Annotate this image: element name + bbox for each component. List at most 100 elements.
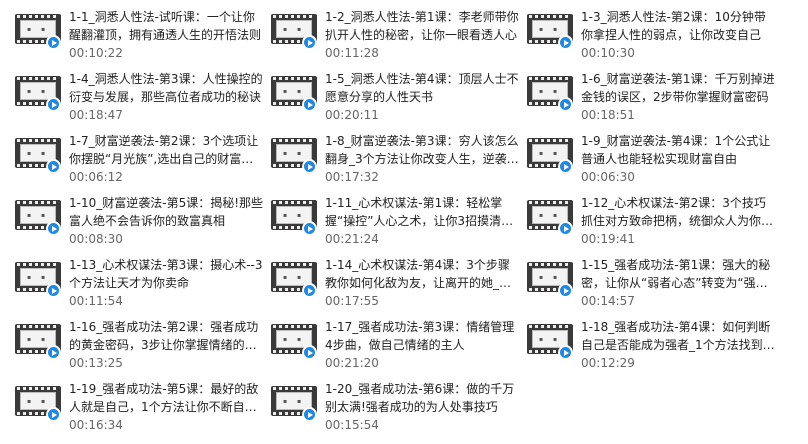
- video-thumbnail: ▪ ▪: [15, 76, 61, 112]
- video-file-info: 1-17_强者成功法-第3课：情绪管理4步曲，做自己情绪的主人 00:21:20: [325, 318, 521, 371]
- video-file-item[interactable]: ▪ ▪ 1-14_心术权谋法-第4课：3个步骤教你如何化敌为友，让离开的她_他回…: [271, 256, 527, 318]
- video-file-info: 1-15_强者成功法-第1课：强大的秘密，让你从“弱者心态”转变为“强者思维” …: [581, 256, 777, 309]
- video-file-item[interactable]: ▪ ▪ 1-18_强者成功法-第4课：如何判断自己是否能成为强者_1个方法找到答…: [527, 318, 783, 380]
- video-thumbnail: ▪ ▪: [15, 386, 61, 422]
- video-file-item[interactable]: ▪ ▪ 1-4_洞悉人性法-第3课：人性操控的衍变与发展，那些高位者成功的秘诀 …: [15, 70, 271, 132]
- video-thumbnail: ▪ ▪: [527, 262, 573, 298]
- video-file-duration: 00:10:30: [581, 46, 635, 60]
- play-badge-icon: [558, 221, 573, 236]
- play-badge-icon: [558, 345, 573, 360]
- video-thumbnail: ▪ ▪: [15, 262, 61, 298]
- film-frame-icon: ▪ ▪: [532, 144, 568, 162]
- film-frame-icon: ▪ ▪: [20, 392, 56, 410]
- video-thumbnail: ▪ ▪: [271, 14, 317, 50]
- video-file-item[interactable]: ▪ ▪ 1-7_财富逆袭法-第2课：3个选项让你摆脱“月光族”,选出自己的财富道…: [15, 132, 271, 194]
- video-file-duration: 00:14:57: [581, 294, 635, 308]
- video-file-item[interactable]: ▪ ▪ 1-8_财富逆袭法-第3课：穷人该怎么翻身_3个方法让你改变人生，逆袭成…: [271, 132, 527, 194]
- video-file-info: 1-13_心术权谋法-第3课：摄心术--3个方法让天才为你卖命 00:11:54: [69, 256, 265, 309]
- video-thumbnail: ▪ ▪: [15, 200, 61, 236]
- play-badge-icon: [302, 221, 317, 236]
- video-file-duration: 00:21:20: [325, 356, 379, 370]
- video-file-item[interactable]: ▪ ▪ 1-6_财富逆袭法-第1课：千万别掉进金钱的误区，2步带你掌握财富密码 …: [527, 70, 783, 132]
- video-file-info: 1-10_财富逆袭法-第5课：揭秘!那些富人绝不会告诉你的致富真相 00:08:…: [69, 194, 265, 247]
- video-file-item[interactable]: ▪ ▪ 1-10_财富逆袭法-第5课：揭秘!那些富人绝不会告诉你的致富真相 00…: [15, 194, 271, 256]
- video-file-info: 1-16_强者成功法-第2课：强者成功的黄金密码，3步让你掌握情绪的主动权 00…: [69, 318, 265, 371]
- film-frame-icon: ▪ ▪: [20, 82, 56, 100]
- film-frame-icon: ▪ ▪: [532, 82, 568, 100]
- video-file-item[interactable]: ▪ ▪ 1-5_洞悉人性法-第4课：顶层人士不愿意分享的人性天书 00:20:1…: [271, 70, 527, 132]
- video-file-title: 1-9_财富逆袭法-第4课：1个公式让普通人也能轻松实现财富自由: [581, 134, 771, 166]
- video-file-duration: 00:12:29: [581, 356, 635, 370]
- video-file-title: 1-8_财富逆袭法-第3课：穷人该怎么翻身_3个方法让你改变人生，逆袭成功: [325, 134, 519, 166]
- video-thumbnail: ▪ ▪: [271, 324, 317, 360]
- video-file-info: 1-18_强者成功法-第4课：如何判断自己是否能成为强者_1个方法找到答案 00…: [581, 318, 777, 371]
- video-file-item[interactable]: ▪ ▪ 1-15_强者成功法-第1课：强大的秘密，让你从“弱者心态”转变为“强者…: [527, 256, 783, 318]
- video-file-item[interactable]: ▪ ▪ 1-13_心术权谋法-第3课：摄心术--3个方法让天才为你卖命 00:1…: [15, 256, 271, 318]
- video-file-item[interactable]: ▪ ▪ 1-9_财富逆袭法-第4课：1个公式让普通人也能轻松实现财富自由 00:…: [527, 132, 783, 194]
- play-badge-icon: [302, 97, 317, 112]
- film-frame-icon: ▪ ▪: [20, 330, 56, 348]
- video-thumbnail: ▪ ▪: [271, 76, 317, 112]
- film-frame-icon: ▪ ▪: [532, 268, 568, 286]
- video-file-title: 1-4_洞悉人性法-第3课：人性操控的衍变与发展，那些高位者成功的秘诀: [69, 72, 263, 104]
- play-badge-icon: [558, 283, 573, 298]
- video-file-title: 1-16_强者成功法-第2课：强者成功的黄金密码，3步让你掌握情绪的主动权: [69, 320, 259, 352]
- film-frame-icon: ▪ ▪: [276, 82, 312, 100]
- video-file-item[interactable]: ▪ ▪ 1-2_洞悉人性法-第1课：李老师带你扒开人性的秘密，让你一眼看透人心 …: [271, 8, 527, 70]
- video-file-item[interactable]: ▪ ▪ 1-12_心术权谋法-第2课：3个技巧抓住对方致命把柄，统御众人为你所用…: [527, 194, 783, 256]
- video-file-duration: 00:11:28: [325, 46, 379, 60]
- video-file-duration: 00:11:54: [69, 294, 123, 308]
- film-frame-icon: ▪ ▪: [20, 20, 56, 38]
- video-file-duration: 00:17:55: [325, 294, 379, 308]
- video-file-item[interactable]: ▪ ▪ 1-19_强者成功法-第5课：最好的敌人就是自己，1个方法让你不断自我超…: [15, 380, 271, 442]
- film-frame-icon: ▪ ▪: [276, 206, 312, 224]
- video-file-info: 1-5_洞悉人性法-第4课：顶层人士不愿意分享的人性天书 00:20:11: [325, 70, 521, 123]
- play-badge-icon: [302, 159, 317, 174]
- video-file-title: 1-15_强者成功法-第1课：强大的秘密，让你从“弱者心态”转变为“强者思维”: [581, 258, 771, 290]
- video-file-duration: 00:20:11: [325, 108, 379, 122]
- video-thumbnail: ▪ ▪: [271, 138, 317, 174]
- film-frame-icon: ▪ ▪: [276, 330, 312, 348]
- video-file-duration: 00:10:22: [69, 46, 123, 60]
- play-badge-icon: [302, 407, 317, 422]
- video-file-title: 1-6_财富逆袭法-第1课：千万别掉进金钱的误区，2步带你掌握财富密码: [581, 72, 775, 104]
- film-frame-icon: ▪ ▪: [532, 330, 568, 348]
- video-file-duration: 00:06:12: [69, 170, 123, 184]
- play-badge-icon: [46, 35, 61, 50]
- film-frame-icon: ▪ ▪: [276, 144, 312, 162]
- video-file-info: 1-8_财富逆袭法-第3课：穷人该怎么翻身_3个方法让你改变人生，逆袭成功 00…: [325, 132, 521, 185]
- video-file-info: 1-3_洞悉人性法-第2课：10分钟带你拿捏人性的弱点，让你改变自己 00:10…: [581, 8, 777, 61]
- video-file-item[interactable]: ▪ ▪ 1-17_强者成功法-第3课：情绪管理4步曲，做自己情绪的主人 00:2…: [271, 318, 527, 380]
- play-badge-icon: [302, 35, 317, 50]
- video-file-title: 1-17_强者成功法-第3课：情绪管理4步曲，做自己情绪的主人: [325, 320, 515, 352]
- video-thumbnail: ▪ ▪: [271, 262, 317, 298]
- video-thumbnail: ▪ ▪: [15, 14, 61, 50]
- video-thumbnail: ▪ ▪: [271, 386, 317, 422]
- video-thumbnail: ▪ ▪: [527, 76, 573, 112]
- video-file-item[interactable]: ▪ ▪ 1-16_强者成功法-第2课：强者成功的黄金密码，3步让你掌握情绪的主动…: [15, 318, 271, 380]
- play-badge-icon: [558, 35, 573, 50]
- video-file-item[interactable]: ▪ ▪ 1-11_心术权谋法-第1课：轻松掌握“操控”人心之术，让你3招摸清对方…: [271, 194, 527, 256]
- video-file-title: 1-1_洞悉人性法-试听课：一个让你醒翻灌顶，拥有通透人生的开悟法则: [69, 10, 262, 42]
- video-file-title: 1-13_心术权谋法-第3课：摄心术--3个方法让天才为你卖命: [69, 258, 263, 290]
- play-badge-icon: [558, 97, 573, 112]
- video-file-item[interactable]: ▪ ▪ 1-3_洞悉人性法-第2课：10分钟带你拿捏人性的弱点，让你改变自己 0…: [527, 8, 783, 70]
- video-file-title: 1-5_洞悉人性法-第4课：顶层人士不愿意分享的人性天书: [325, 72, 519, 104]
- play-badge-icon: [46, 407, 61, 422]
- video-file-info: 1-1_洞悉人性法-试听课：一个让你醒翻灌顶，拥有通透人生的开悟法则 00:10…: [69, 8, 265, 61]
- video-file-info: 1-7_财富逆袭法-第2课：3个选项让你摆脱“月光族”,选出自己的财富道路 00…: [69, 132, 265, 185]
- video-file-title: 1-18_强者成功法-第4课：如何判断自己是否能成为强者_1个方法找到答案: [581, 320, 775, 352]
- video-file-title: 1-11_心术权谋法-第1课：轻松掌握“操控”人心之术，让你3招摸清对方心思: [325, 196, 514, 228]
- video-thumbnail: ▪ ▪: [527, 324, 573, 360]
- video-thumbnail: ▪ ▪: [271, 200, 317, 236]
- video-file-info: 1-20_强者成功法-第6课：做的千万别太满!强者成功的为人处事技巧 00:15…: [325, 380, 521, 433]
- video-file-info: 1-12_心术权谋法-第2课：3个技巧抓住对方致命把柄，统御众人为你所用 00:…: [581, 194, 777, 247]
- film-frame-icon: ▪ ▪: [276, 20, 312, 38]
- video-file-item[interactable]: ▪ ▪ 1-1_洞悉人性法-试听课：一个让你醒翻灌顶，拥有通透人生的开悟法则 0…: [15, 8, 271, 70]
- video-file-info: 1-11_心术权谋法-第1课：轻松掌握“操控”人心之术，让你3招摸清对方心思 0…: [325, 194, 521, 247]
- video-file-title: 1-3_洞悉人性法-第2课：10分钟带你拿捏人性的弱点，让你改变自己: [581, 10, 766, 42]
- film-frame-icon: ▪ ▪: [532, 206, 568, 224]
- video-file-duration: 00:15:54: [325, 418, 379, 432]
- video-file-item[interactable]: ▪ ▪ 1-20_强者成功法-第6课：做的千万别太满!强者成功的为人处事技巧 0…: [271, 380, 527, 442]
